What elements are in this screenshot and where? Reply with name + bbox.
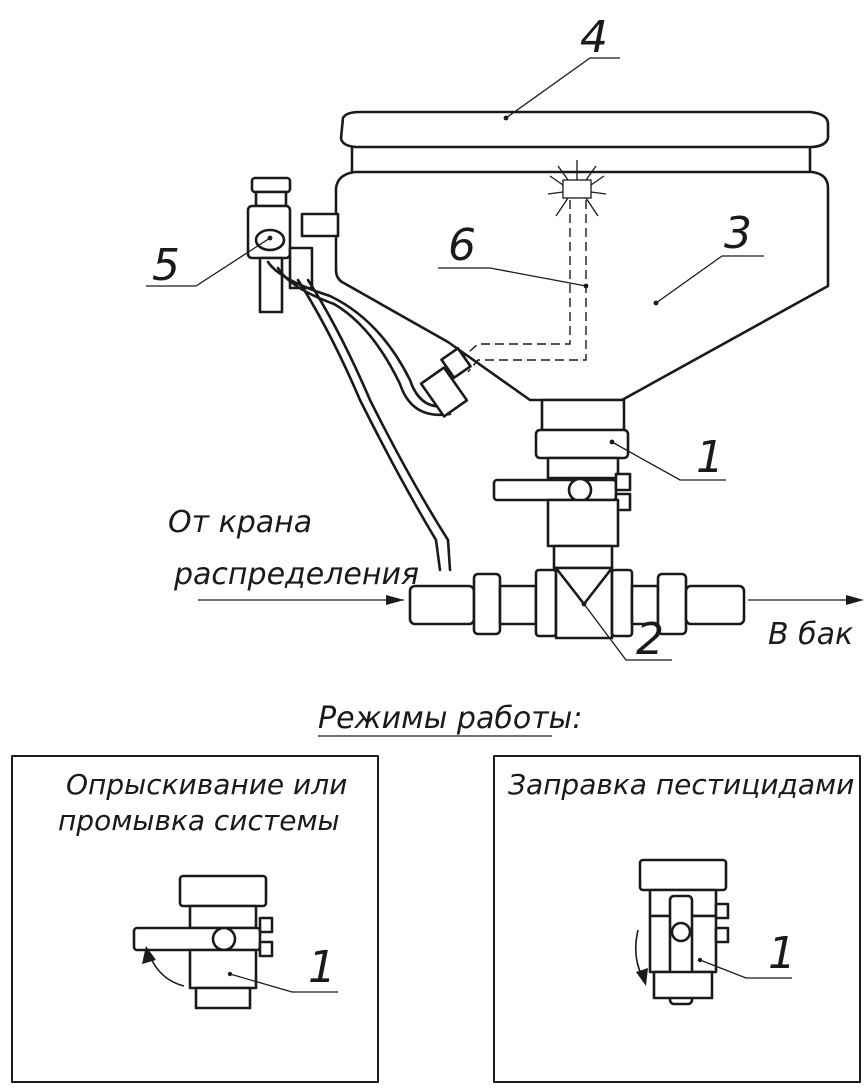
mode-panel-spraying: Опрыскивание или промывка системы 1 <box>11 755 379 1083</box>
outflow-arrowhead <box>846 595 864 605</box>
modes-title: Режимы работы: <box>318 701 582 736</box>
flow-arrows <box>198 595 864 605</box>
callout-2: 2 <box>636 614 664 665</box>
from-tap-label-line2: распределения <box>173 557 419 592</box>
mode1-title-line1: Опрыскивание или <box>66 768 347 801</box>
inflow-arrowhead <box>386 595 404 605</box>
mode1-rotation-arrowhead <box>142 946 156 964</box>
callout-1: 1 <box>696 432 724 483</box>
leader-lines <box>146 57 764 661</box>
valve-hoses <box>266 260 472 572</box>
mode1-title-line2: промывка системы <box>58 804 340 837</box>
mode1-callout: 1 <box>308 942 336 993</box>
callout-3: 3 <box>724 208 752 259</box>
mode1-valve-illustration <box>132 874 274 1010</box>
outlet-valve <box>492 398 632 570</box>
callout-6: 6 <box>448 220 476 271</box>
mixing-valve <box>246 176 314 314</box>
mode2-title-line1: Заправка пестицидами <box>508 768 854 801</box>
mode-panel-filling: Заправка пестицидами 1 <box>493 755 861 1083</box>
callout-5: 5 <box>152 240 180 291</box>
mode2-callout: 1 <box>768 928 796 979</box>
callout-4: 4 <box>580 12 608 63</box>
hopper-body <box>300 170 830 402</box>
internal-pipe-dashed <box>461 200 587 373</box>
hopper-lid <box>339 110 830 174</box>
to-tank-label: В бак <box>768 617 853 652</box>
mode2-valve-illustration <box>634 858 730 1006</box>
spray-nozzle <box>547 160 607 217</box>
tee-pipeline <box>408 566 746 640</box>
mode2-rotation-arrowhead <box>636 968 648 986</box>
from-tap-label-line1: От крана <box>168 505 312 540</box>
